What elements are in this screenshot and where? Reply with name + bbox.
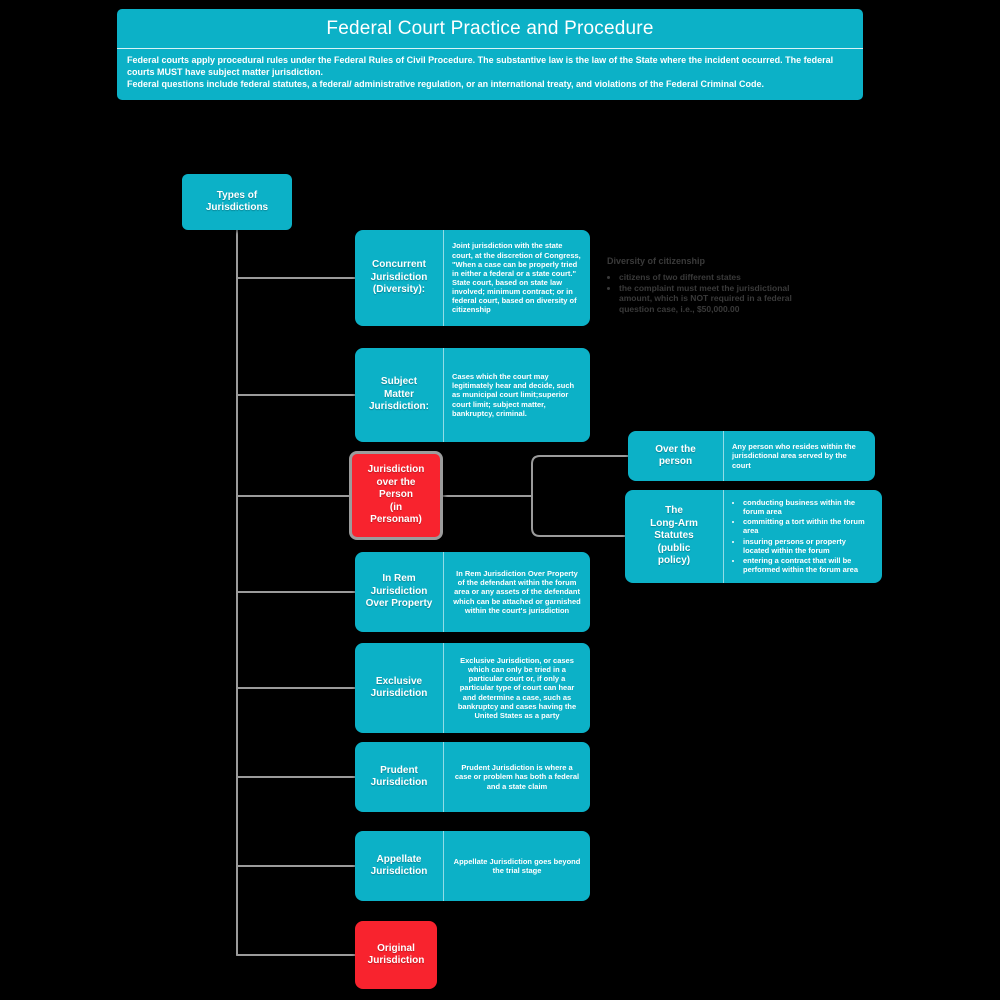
header-paragraph-2: Federal questions include federal statut…	[127, 79, 764, 90]
annotation-bullet-list: citizens of two different statesthe comp…	[607, 272, 802, 315]
node-label: Concurrent Jurisdiction (Diversity):	[355, 230, 444, 326]
annotation-title: Diversity of citizenship	[607, 256, 706, 266]
header-panel[interactable]: Federal Court Practice and Procedure Fed…	[117, 9, 863, 100]
node-description: conducting business within the forum are…	[724, 490, 882, 583]
bullet-item: citizens of two different states	[619, 272, 802, 283]
node-description: Appellate Jurisdiction goes beyond the t…	[453, 856, 581, 875]
node-jurisdiction-over-person[interactable]: Jurisdiction over the Person (in Persona…	[349, 451, 443, 540]
node-label: In Rem Jurisdiction Over Property	[355, 552, 444, 632]
node-description: Joint jurisdiction with the state court,…	[452, 241, 581, 315]
node-label: Appellate Jurisdiction	[355, 831, 444, 901]
node-in-rem-jurisdiction[interactable]: In Rem Jurisdiction Over Property In Rem…	[355, 552, 590, 632]
node-label: Jurisdiction over the Person (in Persona…	[367, 464, 425, 526]
node-description: In Rem Jurisdiction Over Property of the…	[453, 569, 581, 615]
node-concurrent-jurisdiction[interactable]: Concurrent Jurisdiction (Diversity): Joi…	[355, 230, 590, 326]
bullet-item: conducting business within the forum are…	[743, 498, 874, 516]
node-label: Over the person	[628, 431, 724, 481]
node-prudent-jurisdiction[interactable]: Prudent Jurisdiction Prudent Jurisdictio…	[355, 742, 590, 812]
person-bracket	[531, 455, 629, 537]
long-arm-bullet-list: conducting business within the forum are…	[732, 498, 874, 575]
node-description: Prudent Jurisdiction is where a case or …	[454, 763, 580, 791]
node-label: Exclusive Jurisdiction	[355, 643, 444, 733]
node-label: Types of Jurisdictions	[205, 189, 269, 214]
node-long-arm-statutes[interactable]: The Long-Arm Statutes (public policy) co…	[625, 490, 882, 583]
bullet-item: entering a contract that will be perform…	[743, 556, 874, 574]
node-description: Cases which the court may legitimately h…	[452, 372, 575, 418]
bullet-item: insuring persons or property located wit…	[743, 537, 874, 555]
header-paragraph-1: Federal courts apply procedural rules un…	[127, 55, 834, 78]
node-label: The Long-Arm Statutes (public policy)	[625, 490, 724, 583]
node-types-of-jurisdictions[interactable]: Types of Jurisdictions	[182, 174, 292, 230]
node-original-jurisdiction[interactable]: Original Jurisdiction	[355, 921, 437, 989]
node-over-the-person[interactable]: Over the person Any person who resides w…	[628, 431, 875, 481]
node-label: Prudent Jurisdiction	[355, 742, 444, 812]
header-description: Federal courts apply procedural rules un…	[117, 49, 863, 90]
node-description: Exclusive Jurisdiction, or cases which c…	[457, 656, 577, 720]
node-label: Subject Matter Jurisdiction:	[355, 348, 444, 442]
diversity-annotation: Diversity of citizenship citizens of two…	[607, 256, 802, 315]
bullet-item: the complaint must meet the jurisdiction…	[619, 283, 802, 315]
node-description: Any person who resides within the jurisd…	[732, 442, 856, 470]
node-label: Original Jurisdiction	[367, 942, 425, 967]
node-appellate-jurisdiction[interactable]: Appellate Jurisdiction Appellate Jurisdi…	[355, 831, 590, 901]
node-subject-matter-jurisdiction[interactable]: Subject Matter Jurisdiction: Cases which…	[355, 348, 590, 442]
bullet-item: committing a tort within the forum area	[743, 517, 874, 535]
node-exclusive-jurisdiction[interactable]: Exclusive Jurisdiction Exclusive Jurisdi…	[355, 643, 590, 733]
page-title: Federal Court Practice and Procedure	[117, 9, 863, 49]
